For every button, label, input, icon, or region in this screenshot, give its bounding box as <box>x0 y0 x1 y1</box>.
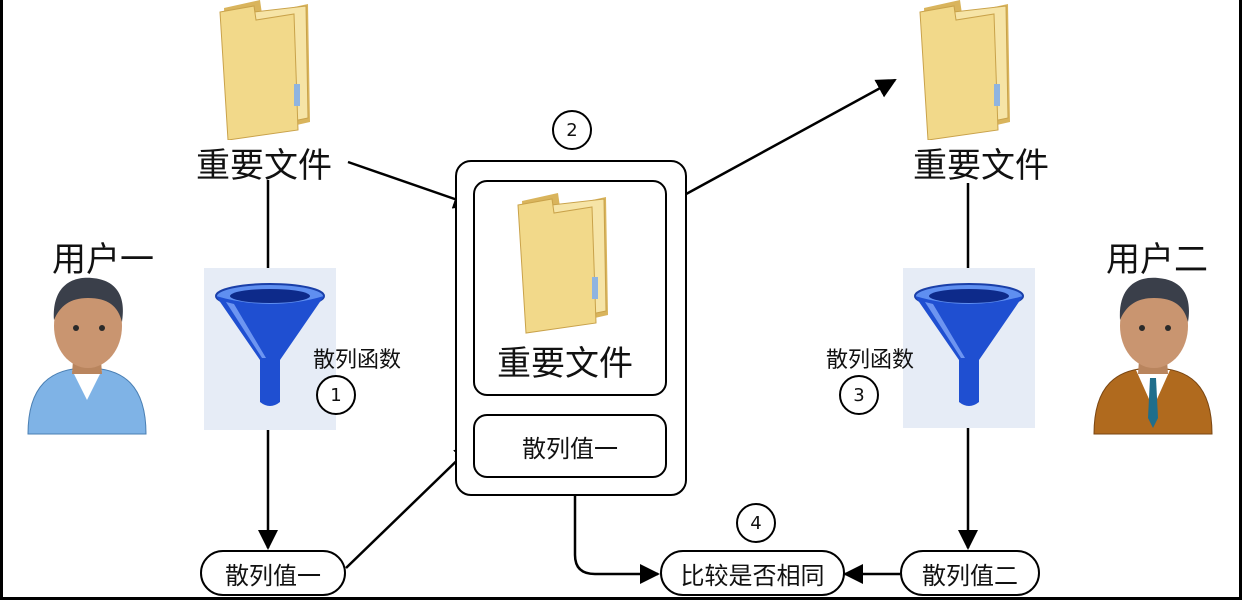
folder-icon <box>919 0 1010 140</box>
step-1-marker: 1 <box>316 375 356 415</box>
arrow-center-hash-to-compare <box>573 480 660 584</box>
right-user-label: 用户二 <box>1106 240 1208 280</box>
user-icon <box>1093 277 1213 435</box>
arrow-left-file-to-center <box>347 160 474 209</box>
left-hash-function-label: 散列函数 <box>313 348 402 373</box>
step-3-marker: 3 <box>839 375 879 415</box>
step-4-marker: 4 <box>736 503 776 543</box>
center-file-label: 重要文件 <box>497 344 633 384</box>
right-file-label: 重要文件 <box>913 146 1049 186</box>
step-2-marker: 2 <box>552 110 592 150</box>
left-file-label: 重要文件 <box>196 146 332 186</box>
folder-icon <box>219 0 310 140</box>
funnel-icon <box>914 283 1024 406</box>
left-user-label: 用户一 <box>52 240 154 280</box>
user-icon <box>27 277 147 435</box>
left-hash-value-box: 散列值一 <box>200 550 346 596</box>
arrow-left-hash-to-center-hash <box>345 443 475 569</box>
folder-icon <box>517 193 608 334</box>
compare-box: 比较是否相同 <box>660 550 845 596</box>
center-hash-value-box: 散列值一 <box>473 414 667 478</box>
right-hash-function-label: 散列函数 <box>826 348 915 373</box>
arrow-center-to-right-file <box>665 78 897 207</box>
right-hash-value-box: 散列值二 <box>900 550 1040 596</box>
funnel-icon <box>215 283 325 406</box>
